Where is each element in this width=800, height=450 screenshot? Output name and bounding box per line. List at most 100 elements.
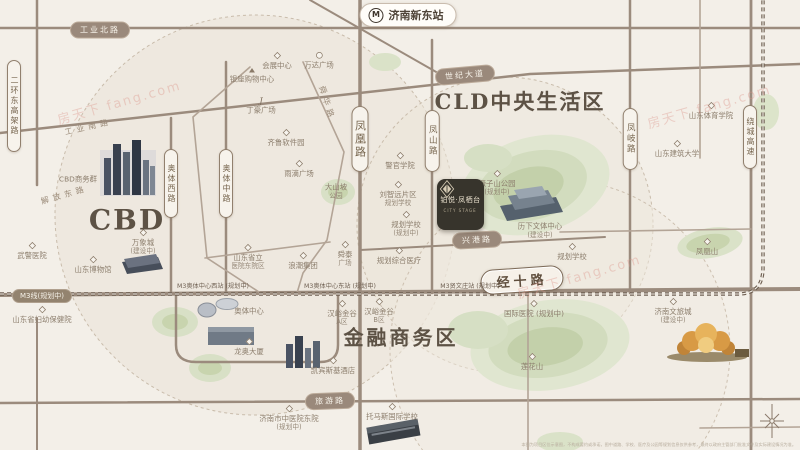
thomas-school-image [366,418,421,445]
poi-label: 警官学院 [385,161,415,171]
road-pill-fengshan-road: 凤山路 [424,110,440,172]
poi-diamond-marker [530,299,538,308]
disclaimer-text: 本图为项目区位示意图，不构成要约或承诺，图中道路、学校、医疗及公园等规划信息仅供… [521,442,796,448]
road-label-shunhua-road: 舜华路 [316,85,337,122]
poi-longao-building: 龙奥大厦 [234,337,264,357]
poi-label: 奥体中心 [234,307,264,316]
poi-label: 山东省妇幼保健院 [12,315,72,325]
olympic-stadium-image [197,298,239,318]
poi-label: 凤凰山 [695,247,719,257]
poi-label: 汉峪金谷 [327,309,357,319]
poi-diamond-marker [282,128,290,137]
poi-label: 雨滴广场 [284,169,314,179]
poi-fenghuangshan-hill: 凤凰山 [695,237,719,257]
poi-label: 刘智远片区 [379,190,417,200]
poi-maternity-hospital: 山东省妇幼保健院 [12,305,72,325]
poi-shandong-jianzhu-university: 山东建筑大学 [655,139,699,159]
poi-sublabel: (规划中) [484,188,510,197]
compass-icon [760,404,784,438]
poi-sublabel: 规划学校 [384,199,412,208]
road-pill-raocheng-expressway: 绕城高速 [743,105,757,169]
poi-shuntai-plaza: 舜泰广场 [338,240,352,268]
metro-logo-icon: M [368,7,384,23]
project-subtitle: CITY STAGE [443,207,478,213]
poi-lianhuashan-hill: 莲花山 [520,352,544,372]
poi-diamond-marker [394,180,402,189]
metro-station-label: M3贤文庄站 (规划中) [440,283,500,290]
poi-sublabel: (建设中) [527,231,553,240]
poi-label: 托马斯国际学校 [366,412,418,422]
poi-label: 丁豪广场 [246,106,276,115]
poi-thomas-international-school: 托马斯国际学校 [366,402,418,422]
poi-label: 济南市中医院东院 [259,414,319,424]
poi-sublabel: A区 [336,318,348,327]
triangle-marker [249,68,255,73]
road-label-jiefang-east-road: 解放东路 [40,184,89,207]
metro-station-label: M3奥体中心西站 (规划中) [177,283,249,290]
poi-diamond-marker [528,352,536,361]
poi-diamond-marker [273,51,281,60]
poi-sublabel: 医院东院区 [231,262,265,271]
poi-diamond-marker [329,356,337,365]
project-name: 铂悦·凤栖台 [440,195,481,204]
logo-circle-marker [315,52,323,59]
poi-cbd-business-cluster: CBD商务群 [59,175,97,185]
poi-label: 莲花山 [520,362,544,372]
poi-diamond-marker [38,305,46,314]
project-logo: 铂悦·凤栖台 CITY STAGE [437,179,484,230]
poi-label: 凯宾斯基酒店 [310,366,356,376]
lixia-center-image [500,186,563,221]
area-label-cbd: CBD [88,203,166,237]
poi-label: 汉峪金谷 [364,307,394,317]
poi-label: 国际医院 (规划中) [504,309,564,319]
poi-label: 浪潮集团 [288,261,318,271]
poi-mixc-mall: 万象城(建设中) [130,228,156,256]
poi-lixia-culture-sports-center: 历下文体中心(建设中) [518,222,562,240]
poi-planned-school-mid: 规划学校(规划中) [391,210,421,238]
poi-diamond-marker [402,210,410,219]
road-pill-aoti-middle-road: 奥体中路 [219,149,233,218]
poi-diamond-marker [493,169,501,178]
poi-tcm-hospital-east: 济南市中医院东院(规划中) [259,404,319,432]
road-badge-shiji-avenue: 世纪大道 [434,63,496,87]
poi-yudi-plaza: 雨滴广场 [284,159,314,179]
poi-label: 橛子山公园 [478,179,516,189]
poi-sublabel: (规划中) [393,229,419,238]
poi-sublabel: B区 [373,316,385,325]
poi-diamond-marker [395,246,403,255]
poi-diamond-marker [28,241,36,250]
area-label-cld: CLD中央生活区 [434,89,606,114]
poi-kempinski-hotel: 凯宾斯基酒店 [310,356,356,376]
area-label-financial: 金融商务区 [343,325,459,350]
poi-diamond-marker [396,151,404,160]
poi-label: 规划学校 [557,252,587,262]
poi-diamond-marker [285,404,293,413]
poi-label: 山东体育学院 [688,111,734,121]
poi-label: 万达广场 [304,61,334,70]
poi-sublabel: 公园 [329,192,343,201]
poi-yinzuo-shopping-center: 银座购物中心 [230,68,274,84]
metro-line-badge: M3线(规划中) [12,289,72,303]
poi-diamond-marker [703,237,711,246]
poi-label: 龙奥大厦 [234,347,264,357]
longao-building-image [208,327,254,345]
lotus-cultural-city-image [667,323,749,362]
poi-provincial-hospital-east: 山东省立医院东院区 [231,243,265,271]
metro-station-label: M3奥体中心东站 (规划中) [304,283,376,290]
poi-label: 规划学校 [391,220,421,230]
poi-shandong-sport-university: 山东体育学院 [688,101,734,121]
poi-international-hospital: 国际医院 (规划中) [504,299,564,319]
poi-label: 济南文旅城 [654,307,692,317]
poi-diamond-marker [295,159,303,168]
poi-qilu-software-park: 齐鲁软件园 [268,128,305,148]
poi-diamond-marker [338,299,346,308]
poi-jinan-cultural-tourism-city: 济南文旅城(建设中) [654,297,692,325]
poi-label: 规划综合医疗 [376,256,422,266]
poi-wujing-hospital: 武警医院 [17,241,47,261]
road-pill-erhuan-east-elevated-road: 二环东高架路 [7,60,21,152]
